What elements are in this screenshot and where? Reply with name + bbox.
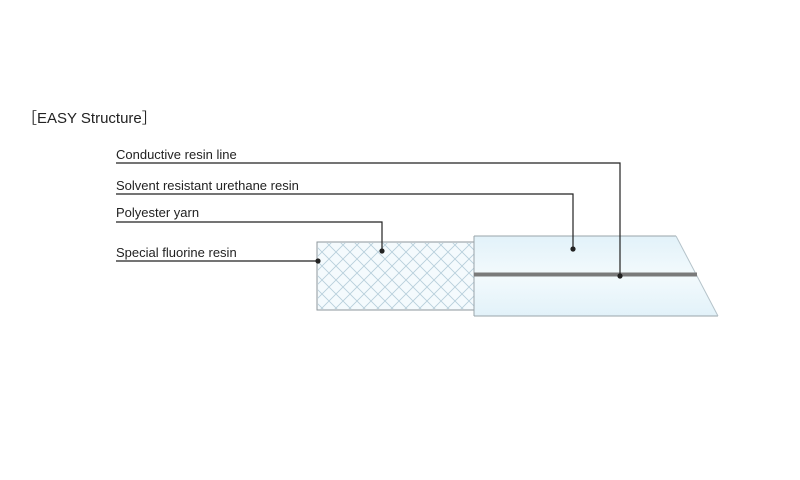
leader-urethane-resin <box>116 193 574 249</box>
pointer-dot-fluorine-resin <box>315 258 321 264</box>
pointer-dot-polyester-yarn <box>379 248 385 254</box>
pointer-dot-urethane-resin <box>570 246 576 252</box>
label-conductive-resin-line: Conductive resin line <box>116 147 237 162</box>
leader-conductive-resin-line <box>116 162 621 276</box>
outer-tube <box>473 235 719 317</box>
polyester-yarn-braid <box>318 243 476 309</box>
leader-polyester-yarn <box>116 221 383 251</box>
conductive-resin-line <box>474 272 697 277</box>
inner-layer <box>316 241 478 311</box>
label-fluorine-resin: Special fluorine resin <box>116 245 237 260</box>
pointer-dot-conductive-resin-line <box>617 273 623 279</box>
label-polyester-yarn: Polyester yarn <box>116 205 199 220</box>
diagram-title: ［EASY Structure］ <box>22 110 157 127</box>
label-urethane-resin: Solvent resistant urethane resin <box>116 178 299 193</box>
